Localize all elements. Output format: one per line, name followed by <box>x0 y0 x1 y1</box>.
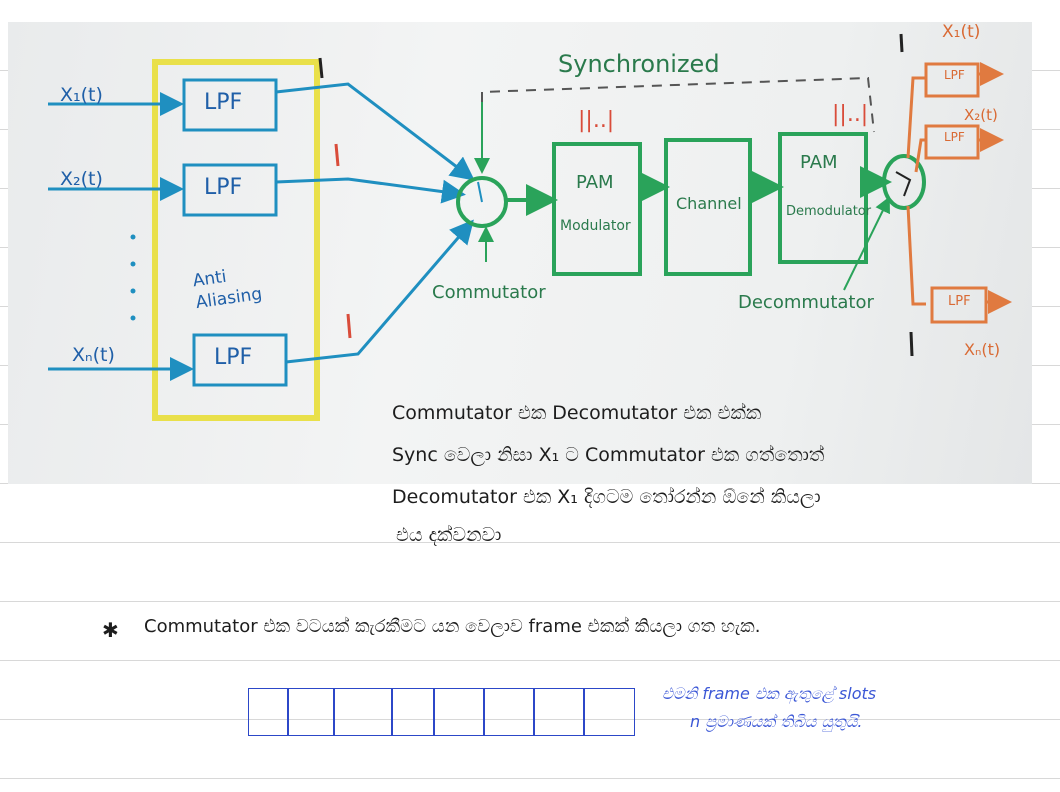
commutator-label: Commutator <box>432 282 546 303</box>
ellipsis-dot <box>130 261 136 267</box>
star-bullet: ✱ <box>102 618 119 642</box>
decommutator-pointer <box>843 196 890 291</box>
slot-divider <box>483 688 485 736</box>
input-label-n: Xₙ(t) <box>72 344 115 366</box>
frame-slots-drawing <box>248 688 635 736</box>
lpf1-to-commutator <box>275 82 475 181</box>
lpfn-to-commutator <box>285 219 474 364</box>
slot-divider <box>433 688 435 736</box>
mod-pulse-train: ||..| <box>578 108 615 133</box>
anti-aliasing-box <box>152 59 320 421</box>
tdm-block-diagram <box>48 33 1012 421</box>
lpf-label-1: LPF <box>204 90 243 115</box>
output-path-2 <box>914 138 926 173</box>
slot-divider <box>583 688 585 736</box>
decommutator-arm <box>895 171 912 197</box>
out-lpf-box-2 <box>924 124 980 160</box>
input-label-1: X₁(t) <box>60 84 103 106</box>
ellipsis-dot <box>130 315 136 321</box>
decommutator-switch <box>882 154 926 210</box>
ellipsis-dot <box>130 288 136 294</box>
note-line-3: Decomutator එක X₁ දිගටම තෝරන්න ඕනේ කියලා <box>392 486 821 508</box>
decommutator-label: Decommutator <box>738 292 874 313</box>
out-pulse-marker-1 <box>899 33 904 53</box>
pam-demodulator-box <box>778 132 868 264</box>
output-label-2: X₂(t) <box>964 106 998 124</box>
slot-divider <box>333 688 335 736</box>
note-line-1: Commutator එක Decomutator එක එක්ක <box>392 402 762 424</box>
input-label-2: X₂(t) <box>60 168 103 190</box>
note-line-4: එය දක්වනවා <box>396 524 502 546</box>
pulse-marker-2 <box>334 143 340 167</box>
channel-label: Channel <box>676 194 742 213</box>
out-lpf-label-n: LPF <box>948 294 971 309</box>
out-pulse-marker-n <box>909 331 914 357</box>
output-path-n <box>906 205 926 306</box>
frame-definition-note: Commutator එක වටයක් කැරකීමට යන වෙලාව fra… <box>144 616 761 637</box>
pam-mod-label-bottom: Modulator <box>560 218 631 234</box>
lpf-box-2 <box>182 163 278 217</box>
lpf-box-n <box>192 333 288 387</box>
out-lpf-label-2: LPF <box>944 130 965 144</box>
pulse-marker-1 <box>318 57 324 79</box>
commutator-arm <box>477 181 483 203</box>
ellipsis-dot <box>130 234 136 240</box>
output-label-n: Xₙ(t) <box>964 340 1001 359</box>
pam-demod-label-bottom: Demodulator <box>786 204 872 219</box>
lpf-label-2: LPF <box>204 175 243 200</box>
lpf-label-n: LPF <box>214 345 253 370</box>
slot-divider <box>391 688 393 736</box>
demod-pulse-train: ||..| <box>832 102 869 127</box>
pam-modulator-box <box>552 142 642 276</box>
pulse-marker-n <box>346 313 352 339</box>
tdm-diagram-photo: X₁(t) X₂(t) Xₙ(t) LPF LPF LPF Anti Alias… <box>8 22 1032 484</box>
pam-demod-label-top: PAM <box>800 152 838 173</box>
out-lpf-box-1 <box>924 62 980 98</box>
channel-box <box>664 138 752 276</box>
pam-mod-label-top: PAM <box>576 172 614 193</box>
slot-divider <box>287 688 289 736</box>
lpf-box-1 <box>182 78 278 132</box>
slots-note-line-1: එමනි frame එක ඇතුළේ slots <box>662 684 877 703</box>
out-lpf-box-n <box>930 286 988 324</box>
out-lpf-label-1: LPF <box>944 68 965 82</box>
note-line-2: Sync වෙලා නිසා X₁ ට Commutator එක ගත්තොත… <box>392 444 825 466</box>
synchronized-dashed-link <box>481 76 875 133</box>
output-path-1 <box>906 76 926 159</box>
slot-divider <box>533 688 535 736</box>
slots-note-line-2: n ප්‍රමාණයක් තිබිය යුතුයි. <box>690 712 863 731</box>
synchronized-label: Synchronized <box>558 50 720 78</box>
lpf2-to-commutator <box>275 177 466 204</box>
output-label-1: X₁(t) <box>942 22 981 42</box>
